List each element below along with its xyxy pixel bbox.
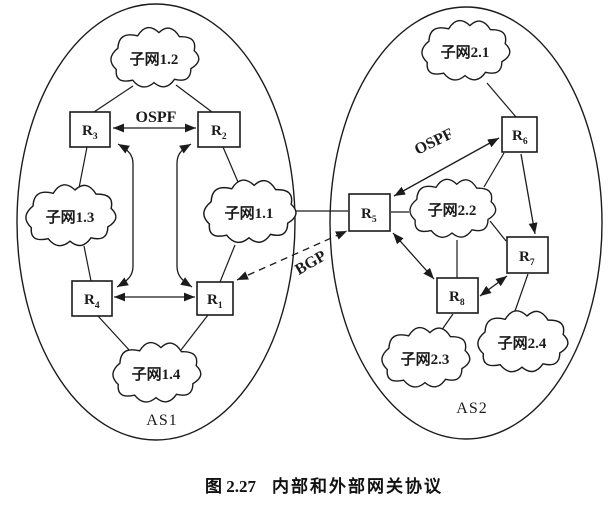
link-r4-subnet1-4: [97, 315, 132, 353]
router-r7: R7: [506, 236, 549, 274]
arrow-r6-r7: [520, 153, 538, 235]
subnet-2-2-label: 子网2.2: [428, 202, 477, 219]
link-subnet1-1-r1: [219, 244, 236, 283]
subnet-2-1-label: 子网2.1: [441, 44, 490, 61]
subnet-1-4-label: 子网1.4: [132, 366, 181, 383]
subnet-1-3-label: 子网1.3: [46, 209, 95, 226]
link-r8-subnet2-3: [440, 313, 454, 332]
svg-text:R8: R8: [449, 289, 465, 308]
link-subnet2-2-r7: [489, 220, 507, 242]
router-r6: R6: [501, 116, 538, 153]
link-r1-subnet1-4: [180, 314, 209, 351]
subnet-2-2-cloud: 子网2.2: [409, 178, 497, 238]
subnet-1-2-label: 子网1.2: [130, 51, 179, 68]
svg-text:R1: R1: [207, 292, 223, 311]
link-subnet1-2-r2: [175, 84, 213, 113]
subnet-1-1-label: 子网1.1: [225, 205, 274, 222]
router-r4: R4: [71, 280, 113, 317]
link-r7-subnet2-4: [514, 273, 529, 312]
figure-caption-title: 内部和外部网关协议: [272, 476, 443, 496]
router-r8: R8: [436, 277, 479, 314]
router-r3: R3: [69, 111, 111, 148]
as1-boundary-ellipse: [16, 3, 296, 441]
router-r1: R1: [196, 281, 234, 316]
link-subnet2-1-r6: [486, 82, 517, 118]
subnet-1-2-cloud: 子网1.2: [110, 26, 200, 88]
link-r2-subnet1-1: [222, 146, 239, 183]
subnet-2-4-cloud: 子网2.4: [477, 310, 569, 373]
subnet-2-4-label: 子网2.4: [498, 335, 547, 352]
arrow-r2-r1: [176, 143, 193, 288]
arrow-r8-r7: [479, 275, 508, 297]
ospf-arrow-r5-r6: [393, 137, 500, 197]
ospf-label-as1: OSPF: [136, 109, 177, 126]
arrow-r3-r4: [116, 143, 134, 288]
arrow-r5-r8: [392, 232, 435, 280]
svg-text:R6: R6: [512, 128, 528, 147]
subnet-1-3-cloud: 子网1.3: [25, 184, 117, 247]
svg-text:R7: R7: [519, 249, 535, 268]
subnet-1-4-cloud: 子网1.4: [112, 341, 202, 403]
link-r6-subnet2-2: [483, 152, 505, 188]
link-r3-subnet1-3: [78, 146, 88, 189]
as2-boundary-ellipse: [329, 6, 603, 440]
as1-label: AS1: [146, 412, 177, 429]
subnet-1-1-cloud: 子网1.1: [203, 179, 297, 244]
as2-label: AS2: [456, 400, 487, 417]
svg-text:R5: R5: [361, 206, 377, 225]
subnet-2-3-cloud: 子网2.3: [381, 326, 471, 388]
figure-caption-number: 图 2.27: [205, 477, 256, 496]
router-r2: R2: [197, 111, 241, 148]
bgp-dashed-arrow-r1-r5: [236, 230, 348, 281]
svg-text:R4: R4: [84, 292, 100, 311]
svg-text:R3: R3: [82, 123, 98, 142]
svg-text:R2: R2: [211, 123, 227, 142]
link-subnet1-2-r3: [93, 85, 134, 113]
link-subnet1-3-r4: [83, 245, 92, 282]
subnet-2-1-cloud: 子网2.1: [421, 19, 511, 81]
router-r5: R5: [348, 193, 391, 232]
subnet-2-3-label: 子网2.3: [401, 351, 450, 368]
ospf-label-as2: OSPF: [412, 125, 456, 158]
bgp-label: BGP: [292, 247, 329, 278]
